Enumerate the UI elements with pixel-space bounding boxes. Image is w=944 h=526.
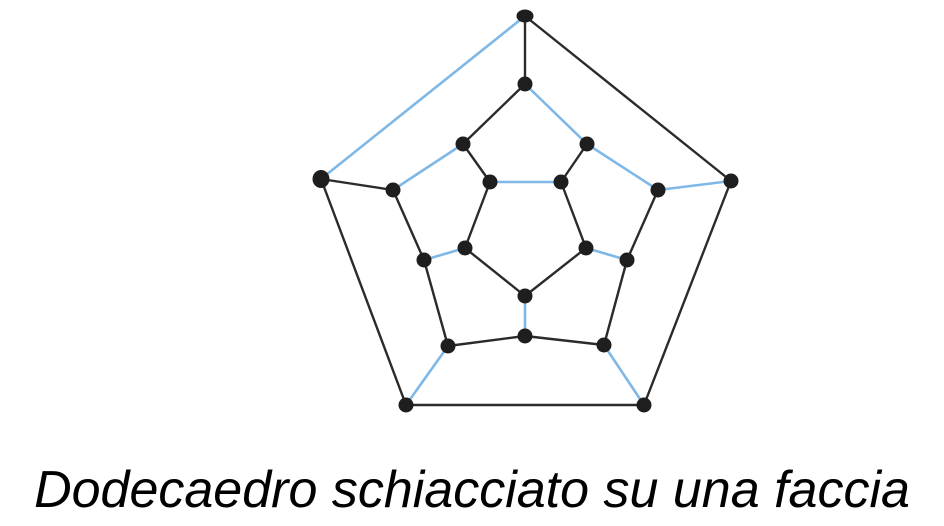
graph-edge-O0-O1 bbox=[523, 14, 733, 183]
graph-edge-O2-M2 bbox=[602, 343, 646, 407]
graph-vertices bbox=[312, 9, 739, 413]
graph-edge-M3-N3 bbox=[422, 258, 450, 348]
graph-edge-I2-I3 bbox=[523, 246, 588, 298]
graph-vertex-N0 bbox=[579, 136, 595, 152]
graph-vertex-O4 bbox=[312, 170, 330, 188]
graph-vertex-M0 bbox=[517, 76, 533, 92]
graph-vertex-M4 bbox=[385, 182, 401, 198]
graph-edge-N0-M1 bbox=[585, 142, 660, 192]
graph-vertex-I3 bbox=[517, 288, 533, 304]
graph-edge-N4-I0 bbox=[461, 142, 492, 184]
graph-vertex-O0 bbox=[516, 9, 534, 23]
graph-edge-M1-N1 bbox=[625, 188, 660, 262]
graph-edge-M2-N2 bbox=[523, 334, 606, 347]
graph-edge-O3-M3 bbox=[404, 344, 450, 407]
graph-edge-N2-M3 bbox=[446, 334, 527, 348]
graph-edge-I1-I2 bbox=[559, 180, 588, 250]
graph-vertex-O3 bbox=[398, 397, 414, 413]
graph-edge-O1-M1 bbox=[656, 179, 733, 192]
graph-vertex-I1 bbox=[553, 174, 569, 190]
graph-edge-O4-M4 bbox=[319, 177, 395, 192]
graph-vertex-I2 bbox=[578, 240, 594, 256]
graph-edge-I4-I0 bbox=[463, 180, 492, 250]
graph-edge-O4-O0 bbox=[319, 14, 527, 181]
graph-vertex-M3 bbox=[440, 338, 456, 354]
graph-edge-N3-M4 bbox=[391, 188, 426, 262]
graph-vertex-I4 bbox=[457, 240, 473, 256]
graph-vertex-I0 bbox=[482, 174, 498, 190]
graph-edge-N4-M0 bbox=[461, 82, 527, 146]
graph-vertex-N1 bbox=[619, 252, 635, 268]
graph-vertex-N4 bbox=[455, 136, 471, 152]
graph-vertex-O2 bbox=[636, 397, 652, 413]
graph-edge-N0-I1 bbox=[559, 142, 589, 184]
graph-edge-I3-I4 bbox=[463, 246, 527, 298]
graph-vertex-N2 bbox=[517, 328, 533, 344]
dodecahedron-graph bbox=[312, 9, 739, 413]
graph-edge-O1-O2 bbox=[642, 179, 733, 407]
graph-edge-O3-O4 bbox=[319, 177, 408, 407]
graph-edge-M4-N4 bbox=[391, 142, 465, 192]
graph-edges bbox=[319, 14, 733, 407]
graph-vertex-M1 bbox=[650, 182, 666, 198]
graph-vertex-N3 bbox=[416, 252, 432, 268]
graph-vertex-O1 bbox=[723, 173, 739, 189]
graph-vertex-M2 bbox=[596, 337, 612, 353]
graph-edge-N1-M2 bbox=[602, 258, 629, 347]
diagram-caption: Dodecaedro schiacciato su una faccia bbox=[34, 461, 910, 519]
graph-edge-M0-N0 bbox=[523, 82, 589, 146]
